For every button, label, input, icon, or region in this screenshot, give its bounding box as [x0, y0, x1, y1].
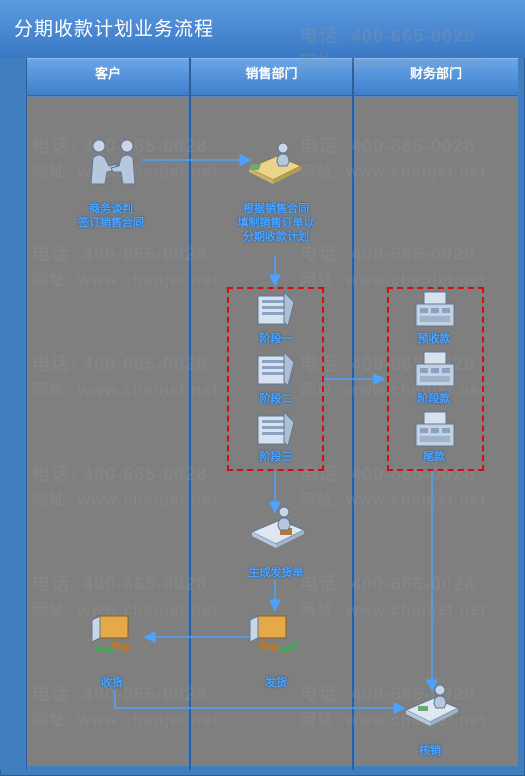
node-stage-pay: 阶段款 — [417, 392, 451, 405]
node-stage-1: 阶段一 — [259, 332, 293, 345]
node-tail-pay: 尾款 — [423, 450, 445, 463]
diagram-title: 分期收款计划业务流程 — [14, 18, 215, 40]
stages-group-box — [227, 287, 324, 471]
lane-header-customer: 客户 — [94, 67, 121, 82]
node-stage-3: 阶段三 — [259, 450, 293, 463]
person-at-desk-icon — [247, 142, 303, 184]
stage-document-icon — [257, 410, 295, 447]
cash-register-icon — [415, 351, 455, 387]
lane-separator — [189, 58, 191, 770]
left-strip — [0, 58, 27, 770]
person-at-desk-icon — [250, 506, 306, 548]
payments-group-box — [387, 287, 484, 471]
node-business-talk: 商务谈判 签订销售合同 — [78, 202, 144, 229]
cash-register-icon — [415, 411, 455, 447]
node-prepay: 预收款 — [417, 332, 451, 345]
node-write-off: 核销 — [419, 744, 441, 757]
node-create-order: 根据销售合同 填制销售订单以 分期收款计划 — [237, 202, 315, 243]
node-ship: 发货 — [265, 676, 287, 689]
delivery-truck-icon — [249, 615, 298, 652]
node-receive: 收货 — [101, 676, 123, 689]
title-bar: 分期收款计划业务流程 — [0, 0, 525, 58]
node-generate-delivery: 生成发货单 — [248, 566, 304, 579]
stage-document-icon — [257, 350, 295, 387]
connector-receive-to-writeoff — [114, 690, 406, 714]
lane-customer — [27, 96, 189, 766]
handshake-icon — [90, 139, 136, 185]
lane-separator — [352, 58, 354, 770]
person-at-desk-icon — [404, 684, 460, 726]
node-stage-2: 阶段二 — [259, 392, 293, 405]
delivery-truck-icon — [91, 615, 130, 653]
stage-document-icon — [257, 290, 295, 327]
lane-header-row — [27, 58, 518, 96]
cash-register-icon — [415, 291, 455, 327]
lane-header-sales: 销售部门 — [245, 67, 298, 82]
lane-header-finance: 财务部门 — [409, 67, 462, 82]
